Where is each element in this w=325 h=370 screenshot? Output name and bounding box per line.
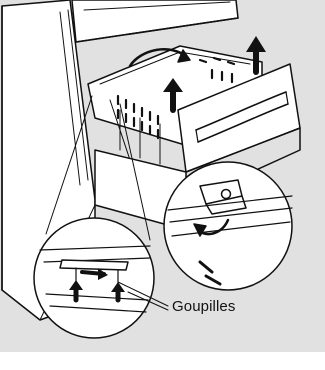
drawer-removal-illustration	[0, 0, 325, 352]
pins-callout-label: Goupilles	[172, 298, 235, 315]
upper-drawer	[72, 0, 238, 42]
detail-magnifier-circle	[164, 162, 292, 290]
pins-magnifier-circle	[34, 218, 154, 338]
